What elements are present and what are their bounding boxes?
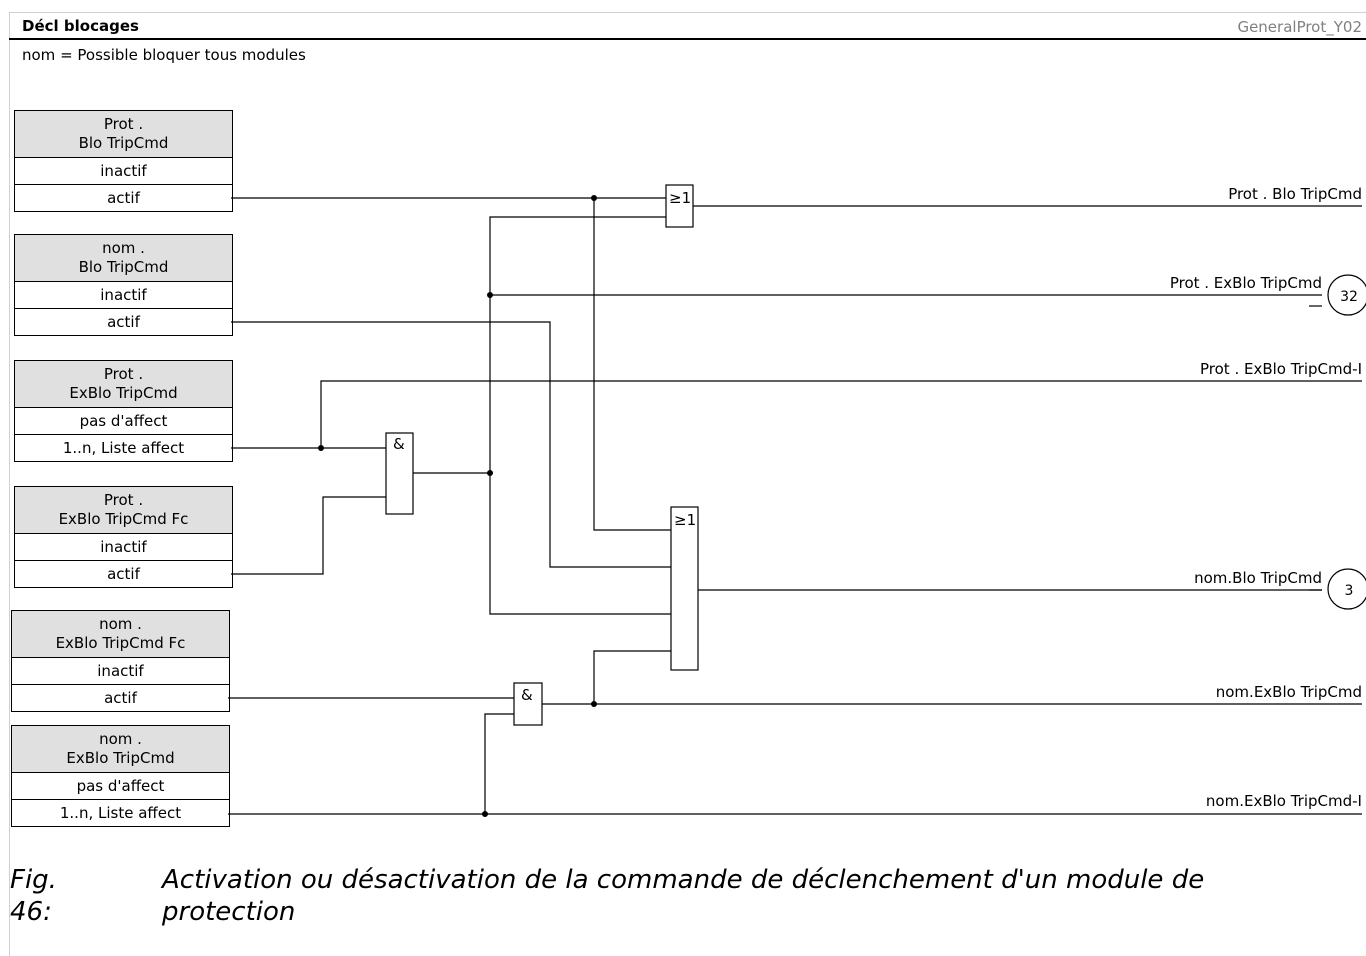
and-gate-nom-exblo: [513, 682, 543, 726]
or-gate-label: ≥1: [674, 511, 696, 529]
and-gate-label: &: [521, 686, 533, 704]
option-inactive[interactable]: inactif: [15, 158, 232, 185]
or-gate-prot-blo: [665, 184, 694, 228]
setting-header: nom . ExBlo TripCmd: [12, 726, 229, 773]
output-prot-blo-tripcmd: Prot . Blo TripCmd: [1228, 185, 1362, 203]
setting-parameter-label: ExBlo TripCmd Fc: [58, 510, 189, 528]
frame-left-border: [9, 12, 10, 956]
wire-and2-to-or2: [593, 650, 671, 704]
figure-number: Fig. 46:: [10, 865, 57, 927]
setting-parameter-label: ExBlo TripCmd: [66, 749, 175, 767]
setting-header: Prot . Blo TripCmd: [15, 111, 232, 158]
setting-nom-exblo-tripcmd-fc: nom . ExBlo TripCmd Fc inactif actif: [11, 610, 230, 712]
option-assignment-list[interactable]: 1..n, Liste affect: [62, 439, 185, 457]
setting-header: nom . Blo TripCmd: [15, 235, 232, 282]
setting-nom-blo-tripcmd: nom . Blo TripCmd inactif actif: [14, 234, 233, 336]
header-rule: [9, 38, 1366, 40]
setting-header: Prot . ExBlo TripCmd Fc: [15, 487, 232, 534]
figure-caption-text: Activation ou désactivation de la comman…: [162, 865, 1205, 927]
setting-parameter-label: Blo TripCmd: [78, 134, 169, 152]
setting-parameter-label: ExBlo TripCmd Fc: [55, 634, 186, 652]
wire-prot-exblo-bus: [489, 216, 671, 615]
setting-module-label: Prot .: [103, 365, 144, 383]
or-gate-label: ≥1: [669, 189, 691, 207]
connector-32: [1327, 274, 1366, 316]
wire-nom-blo-active: [231, 321, 671, 568]
junction-dot: [487, 470, 493, 476]
output-nom-exblo-tripcmd: nom.ExBlo TripCmd: [1216, 683, 1362, 701]
setting-parameter-label: Blo TripCmd: [78, 258, 169, 276]
and-gate-prot-exblo: [385, 432, 414, 515]
option-active[interactable]: actif: [104, 689, 137, 707]
option-assignment-list[interactable]: 1..n, Liste affect: [59, 804, 182, 822]
option-active[interactable]: actif: [107, 565, 140, 583]
setting-header: Prot . ExBlo TripCmd: [15, 361, 232, 408]
connector-3: [1327, 568, 1366, 610]
junction-dot: [318, 445, 324, 451]
connector-32-label: 32: [1340, 289, 1358, 305]
and-gate-label: &: [393, 435, 405, 453]
or-gate-nom-blo: [670, 506, 699, 671]
output-prot-exblo-tripcmd-i: Prot . ExBlo TripCmd-I: [1200, 360, 1362, 378]
setting-prot-exblo-tripcmd-fc: Prot . ExBlo TripCmd Fc inactif actif: [14, 486, 233, 588]
option-no-assignment[interactable]: pas d'affect: [15, 408, 232, 435]
wire-prot-blo-to-or2: [593, 198, 671, 531]
diagram-note: nom = Possible bloquer tous modules: [22, 46, 306, 64]
output-prot-exblo-tripcmd: Prot . ExBlo TripCmd: [1170, 274, 1322, 292]
output-nom-exblo-tripcmd-i: nom.ExBlo TripCmd-I: [1206, 792, 1362, 810]
option-active[interactable]: actif: [107, 313, 140, 331]
junction-dot: [591, 195, 597, 201]
option-inactive[interactable]: inactif: [15, 534, 232, 561]
setting-prot-blo-tripcmd: Prot . Blo TripCmd inactif actif: [14, 110, 233, 212]
option-inactive[interactable]: inactif: [12, 658, 229, 685]
junction-dot: [591, 701, 597, 707]
wire-out-prot-exblo-tripcmd-i: [320, 380, 1362, 448]
setting-header: nom . ExBlo TripCmd Fc: [12, 611, 229, 658]
wire-nom-exblo-list-to-and2: [484, 713, 514, 814]
junction-dot: [487, 292, 493, 298]
setting-module-label: nom .: [102, 239, 145, 257]
junction-dot: [482, 811, 488, 817]
setting-nom-exblo-tripcmd: nom . ExBlo TripCmd pas d'affect 1..n, L…: [11, 725, 230, 827]
setting-parameter-label: ExBlo TripCmd: [69, 384, 178, 402]
diagram-id: GeneralProt_Y02: [1237, 18, 1362, 36]
setting-module-label: Prot .: [103, 115, 144, 133]
diagram-title: Décl blocages: [22, 17, 139, 35]
option-inactive[interactable]: inactif: [15, 282, 232, 309]
output-nom-blo-tripcmd: nom.Blo TripCmd: [1194, 569, 1322, 587]
setting-module-label: Prot .: [103, 491, 144, 509]
setting-module-label: nom .: [99, 730, 142, 748]
setting-prot-exblo-tripcmd: Prot . ExBlo TripCmd pas d'affect 1..n, …: [14, 360, 233, 462]
setting-module-label: nom .: [99, 615, 142, 633]
frame-top-border: [9, 12, 1366, 13]
option-active[interactable]: actif: [107, 189, 140, 207]
wire-prot-exblo-fc-active: [231, 496, 386, 575]
option-no-assignment[interactable]: pas d'affect: [12, 773, 229, 800]
connector-3-label: 3: [1345, 583, 1354, 599]
